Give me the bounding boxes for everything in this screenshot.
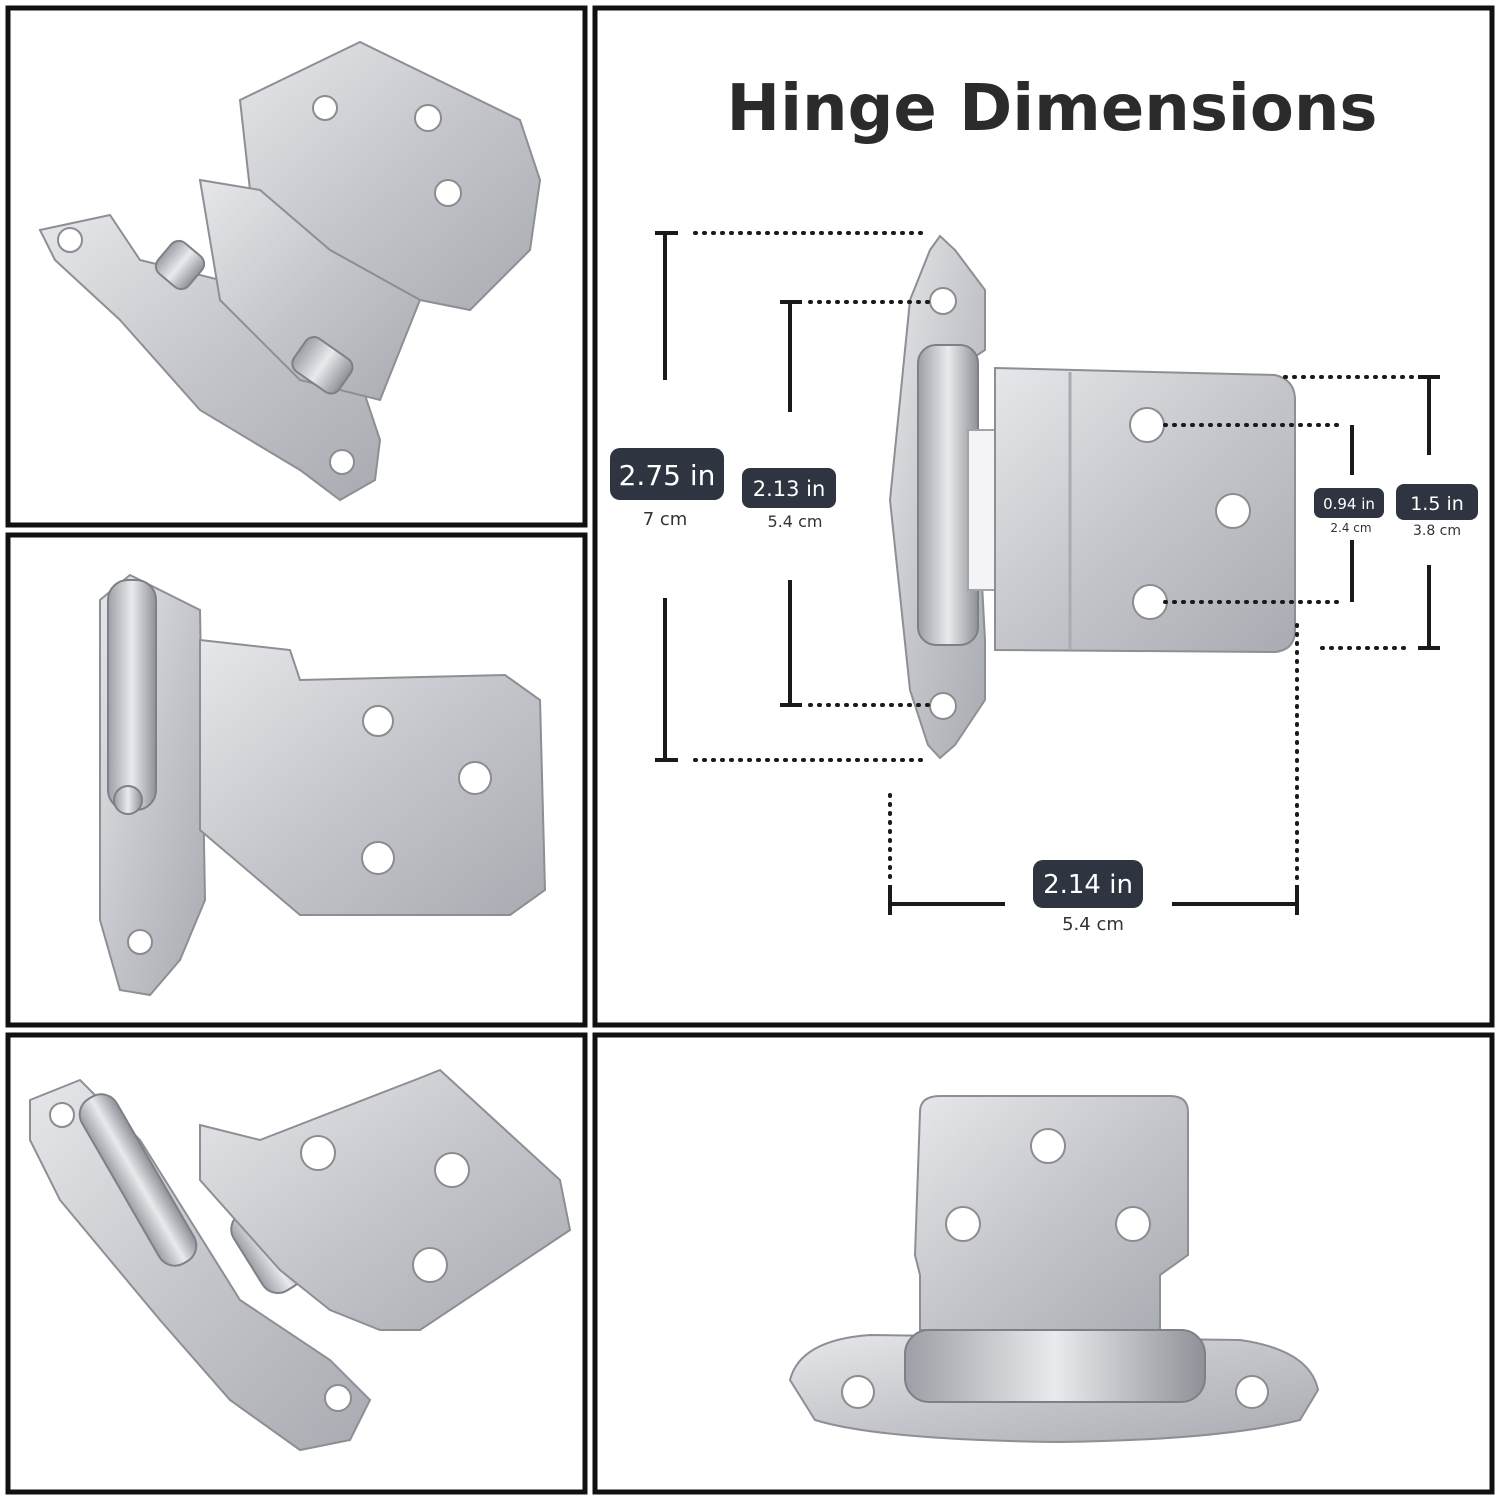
leaf-height-cm: 3.8 cm xyxy=(1413,523,1461,539)
hinge-photo-front xyxy=(788,1095,1320,1444)
hole-span-cm: 5.4 cm xyxy=(768,512,823,531)
dimension-width: 2.14 in 5.4 cm xyxy=(888,623,1299,935)
leaf-hole-span-inches: 0.94 in xyxy=(1323,495,1375,513)
dimension-hole-span: 2.13 in 5.4 cm xyxy=(742,300,937,707)
hinge-photo-angled xyxy=(38,40,542,502)
leaf-hole-span-cm: 2.4 cm xyxy=(1330,521,1371,535)
hinge-photo-three-quarter xyxy=(29,1068,572,1452)
hole-span-inches: 2.13 in xyxy=(753,477,826,501)
height-overall-inches: 2.75 in xyxy=(619,459,716,492)
hinge-photo-side xyxy=(99,573,547,997)
diagram-title: Hinge Dimensions xyxy=(727,72,1378,146)
dimension-leaf-height: 1.5 in 3.8 cm xyxy=(1283,375,1478,650)
height-overall-cm: 7 cm xyxy=(643,509,688,530)
hinge-drawing xyxy=(888,234,1296,760)
width-cm: 5.4 cm xyxy=(1062,914,1124,935)
dimension-height-overall: 2.75 in 7 cm xyxy=(610,231,924,762)
dimension-diagram: Hinge Dimensions 2.75 in 7 cm xyxy=(610,72,1478,935)
leaf-height-inches: 1.5 in xyxy=(1410,493,1464,515)
width-inches: 2.14 in xyxy=(1043,870,1133,900)
dimension-leaf-hole-span: 0.94 in 2.4 cm xyxy=(1163,423,1384,604)
panel-borders xyxy=(5,5,1495,1495)
